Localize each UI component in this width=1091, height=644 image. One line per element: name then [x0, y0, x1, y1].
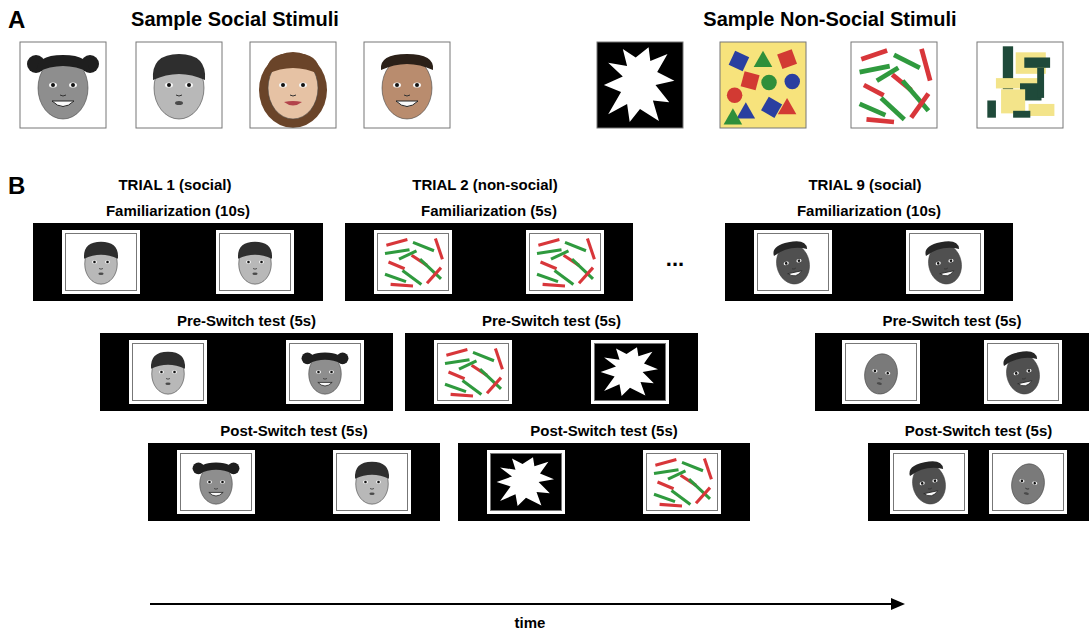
time-arrowhead: [891, 598, 905, 610]
face-drawing: [259, 52, 327, 128]
screen-panel: Familiarization (10s): [725, 202, 1013, 301]
stimulus-image: [129, 340, 207, 404]
stimulus-image: [333, 450, 411, 514]
sample-stimulus: [597, 42, 683, 128]
face-drawing: [1002, 349, 1044, 397]
black-screen: [458, 443, 750, 521]
black-screen: [815, 333, 1089, 411]
trial-heading: TRIAL 2 (non-social): [412, 176, 558, 193]
stimulus-image: [906, 230, 984, 294]
trial-heading: TRIAL 9 (social): [808, 176, 921, 193]
stimulus-image: [487, 450, 565, 514]
stimulus-image: [989, 450, 1067, 514]
jagged-shape: [604, 47, 675, 122]
face-drawing: [1008, 461, 1047, 506]
phase-label: Pre-Switch test (5s): [100, 312, 393, 333]
sample-stimulus: [136, 42, 222, 128]
phase-label: Post-Switch test (5s): [868, 422, 1089, 443]
stimulus-image: [177, 450, 255, 514]
phase-label: Familiarization (5s): [345, 202, 633, 223]
stimulus-image: [984, 340, 1062, 404]
black-screen: [725, 223, 1013, 301]
phase-label: Pre-Switch test (5s): [405, 312, 698, 333]
face-drawing: [924, 239, 966, 287]
phase-label: Familiarization (10s): [725, 202, 1013, 223]
face-drawing: [153, 54, 205, 119]
phase-label: Familiarization (10s): [33, 202, 323, 223]
black-screen: [148, 443, 440, 521]
screen-panel: Post-Switch test (5s): [458, 422, 750, 521]
sample-stimulus: [977, 42, 1063, 128]
face-drawing: [772, 239, 814, 287]
face-drawing: [84, 242, 118, 284]
axis-label: time: [515, 614, 546, 631]
screen-panel: Pre-Switch test (5s): [815, 312, 1089, 411]
stimulus-image: [842, 340, 920, 404]
stimulus-image: [526, 230, 604, 294]
stimulus-image: [286, 340, 364, 404]
stimulus-image: [591, 340, 669, 404]
trial-heading: TRIAL 1 (social): [118, 176, 231, 193]
face-drawing: [302, 352, 349, 394]
black-screen: [868, 443, 1089, 521]
stimulus-image: [62, 230, 140, 294]
jagged-shape: [601, 347, 658, 396]
face-drawing: [908, 459, 950, 507]
stimulus-image: [643, 450, 721, 514]
stimulus-image: [890, 450, 968, 514]
stimulus-image: [374, 230, 452, 294]
sample-stimulus: [720, 42, 806, 128]
screen-panel: Post-Switch test (5s): [868, 422, 1089, 521]
stimulus-image: [434, 340, 512, 404]
face-drawing: [238, 242, 272, 284]
screen-panel: Pre-Switch test (5s): [405, 312, 698, 411]
screen-panel: Post-Switch test (5s): [148, 422, 440, 521]
face-drawing: [151, 352, 185, 394]
screen-panel: Familiarization (10s): [33, 202, 323, 301]
stimulus-image: [216, 230, 294, 294]
panel-letter: A: [8, 6, 25, 34]
black-screen: [405, 333, 698, 411]
sample-stimulus: [851, 42, 937, 128]
face-drawing: [861, 351, 900, 396]
jagged-shape: [497, 457, 554, 506]
face-drawing: [27, 55, 99, 119]
sample-stimulus: [364, 42, 450, 128]
panel-letter: B: [8, 172, 25, 200]
phase-label: Post-Switch test (5s): [458, 422, 750, 443]
sample-stimulus: [250, 42, 336, 128]
black-screen: [345, 223, 633, 301]
sample-stimulus: [20, 42, 106, 128]
face-drawing: [193, 462, 240, 504]
phase-label: Pre-Switch test (5s): [815, 312, 1089, 333]
section-heading: Sample Non-Social Stimuli: [703, 8, 956, 31]
screen-panel: Pre-Switch test (5s): [100, 312, 393, 411]
section-heading: Sample Social Stimuli: [131, 8, 339, 31]
face-drawing: [381, 54, 433, 119]
phase-label: Post-Switch test (5s): [148, 422, 440, 443]
screen-panel: Familiarization (5s): [345, 202, 633, 301]
black-screen: [100, 333, 393, 411]
face-drawing: [355, 462, 389, 504]
time-axis-line: [150, 603, 893, 605]
ellipsis: ...: [666, 246, 684, 272]
black-screen: [33, 223, 323, 301]
stimulus-image: [754, 230, 832, 294]
